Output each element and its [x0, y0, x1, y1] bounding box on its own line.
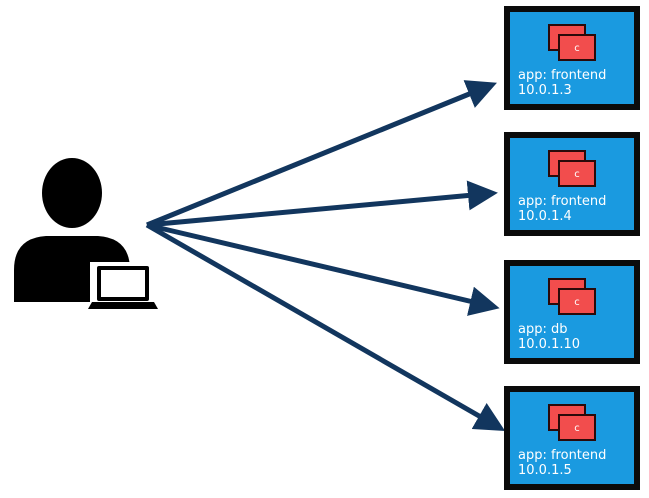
- pod-2: c app: frontend 10.0.1.4: [504, 132, 640, 236]
- arrows: [145, 80, 506, 431]
- arrow-to-pod-1: [146, 80, 497, 228]
- arrow-to-pod-3: [146, 222, 500, 316]
- arrow-to-pod-2: [146, 180, 498, 228]
- container-letter: c: [574, 169, 580, 180]
- user-with-laptop-icon: [14, 158, 158, 310]
- pod-app-label: app: frontend: [518, 68, 606, 83]
- pod-4: c app: frontend 10.0.1.5: [504, 386, 640, 490]
- pod-ip: 10.0.1.10: [518, 337, 580, 352]
- arrow-to-pod-4: [145, 222, 506, 431]
- pod-3: c app: db 10.0.1.10: [504, 260, 640, 364]
- pod-app-label: app: frontend: [518, 448, 606, 463]
- pod-app-label: app: frontend: [518, 194, 606, 209]
- laptop-icon: [88, 262, 158, 310]
- container-icon: c: [548, 150, 596, 187]
- container-letter: c: [574, 297, 580, 308]
- pod-1: c app: frontend 10.0.1.3: [504, 6, 640, 110]
- pod-app-label: app: db: [518, 322, 568, 337]
- pod-ip: 10.0.1.5: [518, 463, 572, 478]
- container-icon: c: [548, 278, 596, 315]
- pod-ip: 10.0.1.3: [518, 83, 572, 98]
- container-letter: c: [574, 423, 580, 434]
- container-icon: c: [548, 24, 596, 61]
- pod-ip: 10.0.1.4: [518, 209, 572, 224]
- container-icon: c: [548, 404, 596, 441]
- container-letter: c: [574, 43, 580, 54]
